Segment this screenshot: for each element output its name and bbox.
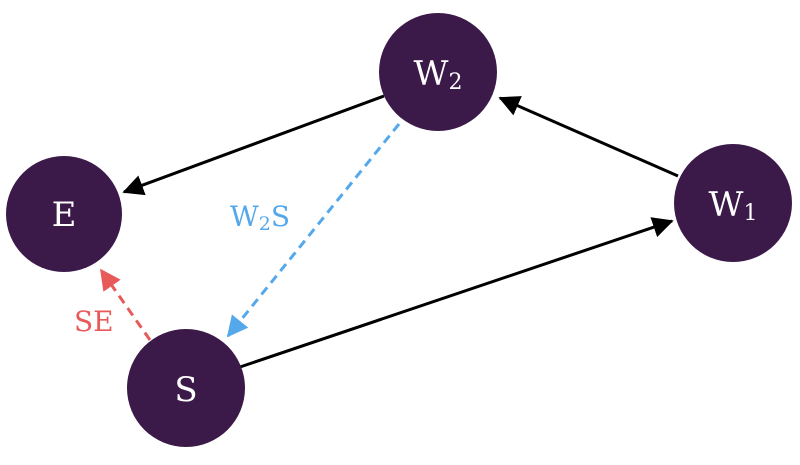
node-w2-label: W	[414, 54, 449, 94]
edge-w2s-dashed	[226, 123, 401, 338]
svg-text:S: S	[174, 370, 197, 410]
node-w2: W2	[379, 13, 497, 131]
node-e: E	[6, 156, 122, 272]
edge-label-se: SE	[74, 305, 114, 338]
edge-w1-to-w2	[498, 96, 679, 178]
node-e-label: E	[52, 195, 77, 235]
node-w2-sub: 2	[448, 70, 462, 95]
edge-label-w2s-sub: 2	[259, 213, 271, 235]
edge-s-to-w1	[239, 217, 674, 369]
edge-label-w2s-tail: S	[271, 200, 290, 233]
edge-label-w2s: W2S	[230, 200, 290, 235]
node-s-label: S	[174, 370, 197, 410]
node-w1-sub: 1	[743, 201, 757, 226]
svg-text:W2: W2	[414, 54, 463, 95]
edge-label-w2s-main: W	[230, 200, 259, 233]
node-s: S	[127, 329, 245, 447]
svg-text:W1: W1	[709, 185, 758, 226]
edge-w2-to-e	[122, 94, 385, 196]
svg-text:E: E	[52, 195, 77, 235]
node-w1-label: W	[709, 185, 744, 225]
node-w1: W1	[674, 144, 792, 262]
